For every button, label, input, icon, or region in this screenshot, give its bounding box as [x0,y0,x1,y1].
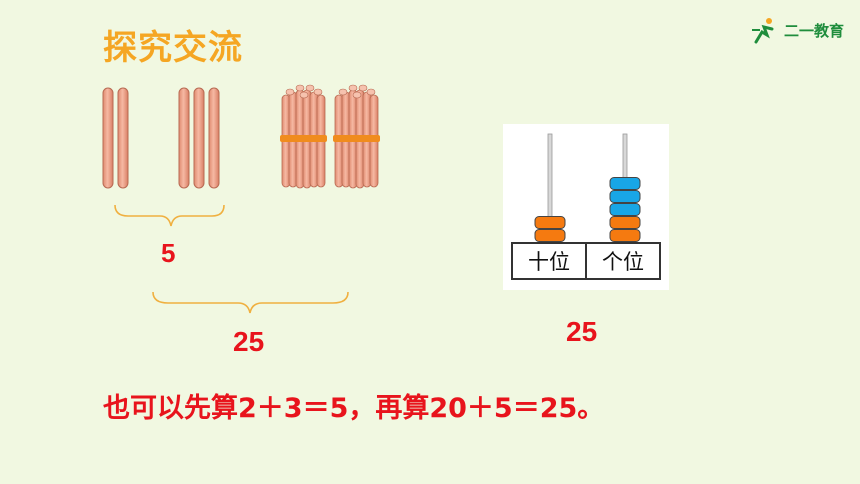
ones-bead [609,177,641,190]
runner-icon [752,18,774,44]
brace-large [152,291,349,314]
stick-bundle [333,84,380,189]
ones-bead [609,203,641,216]
abacus: 十位 个位 [503,124,669,290]
ones-place-label: 个位 [585,244,659,278]
brace-large-label: 25 [233,326,265,357]
tens-bead [534,216,566,229]
tens-bead [534,229,566,242]
abacus-value-label: 25 [566,316,598,347]
ones-bead [609,190,641,203]
ones-bead [609,216,641,229]
explanation-sentence: 也可以先算2＋3＝5，再算20＋5＝25。 [103,393,605,424]
brace-small-label: 5 [161,238,176,268]
brand-logo: 二一教育 [750,16,850,44]
stick-bundle [280,84,327,189]
brace-small [114,204,225,227]
page-title: 探究交流 [103,28,243,68]
ones-bead [609,229,641,242]
tens-place-label: 十位 [528,250,570,274]
loose-sticks-two [102,87,129,189]
loose-sticks-three [178,87,220,189]
place-value-row: 十位 个位 [511,242,661,280]
abacus-rods [534,133,641,243]
logo-text: 二一教育 [784,21,845,40]
